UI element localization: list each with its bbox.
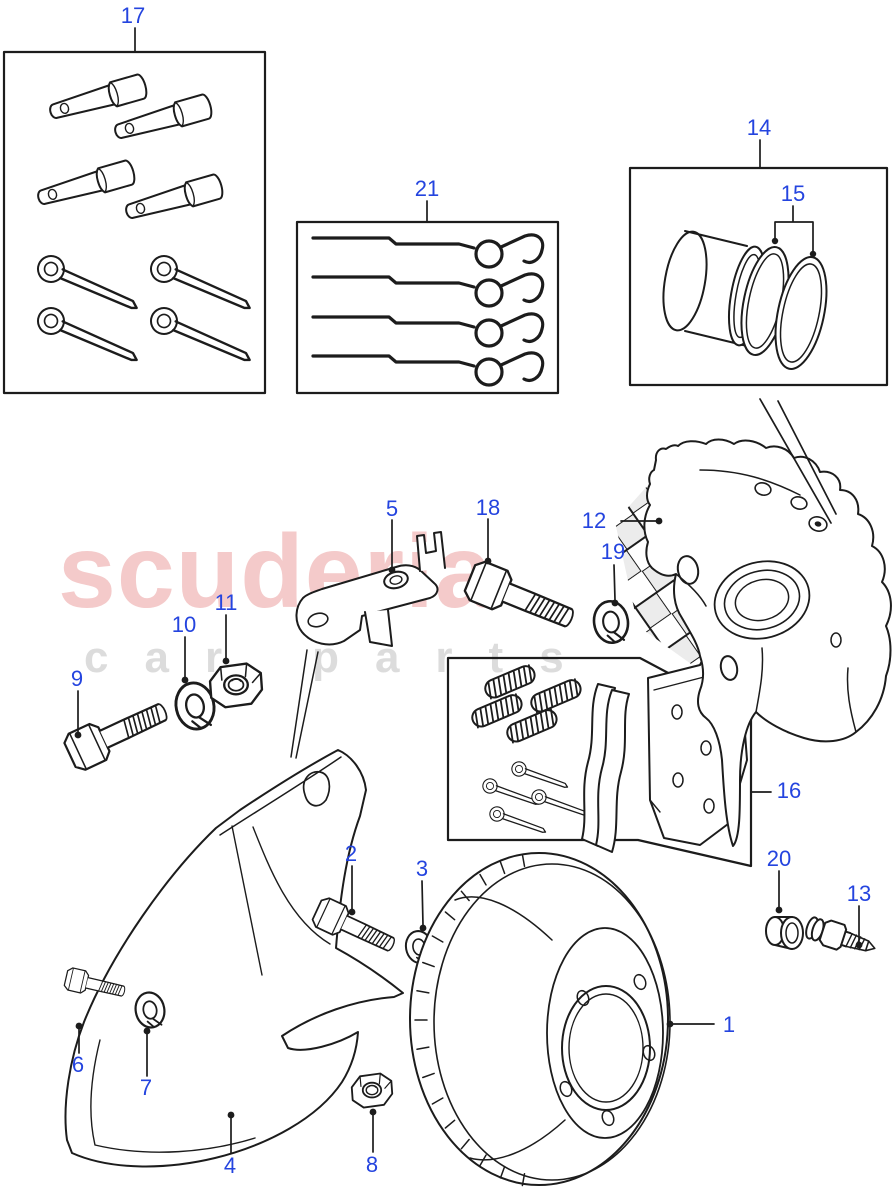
assembly-guide-lines [759, 398, 837, 524]
callout-5: 5 [385, 496, 399, 521]
callout-13: 13 [846, 881, 872, 906]
pad-split-pin [487, 804, 550, 838]
callout-16: 16 [776, 778, 802, 803]
caliper-bolt [461, 557, 581, 640]
brake-disc [409, 852, 671, 1187]
cotter-pin [32, 302, 145, 370]
cotter-pin [145, 250, 258, 318]
callout-11: 11 [214, 590, 238, 615]
watermark-word-car: car [84, 633, 259, 682]
leader-lines [77, 27, 860, 1154]
guide-pin [34, 158, 138, 212]
cotter-pin [145, 302, 258, 370]
guide-pin [46, 72, 150, 126]
callout-21: 21 [414, 176, 440, 201]
leader-line [421, 880, 424, 926]
cotter-pin [32, 250, 145, 318]
guide-pin [122, 172, 226, 226]
disc-vent-ticks [414, 853, 526, 1187]
callout-10: 10 [171, 612, 197, 637]
hose-bracket [295, 531, 446, 647]
wire-clip [311, 351, 545, 387]
kit-box-frame [2, 50, 267, 395]
kit-box-frame [628, 166, 889, 387]
pad-split-pin [480, 776, 543, 810]
callout-17: 17 [120, 3, 146, 28]
callout-8: 8 [365, 1152, 379, 1177]
callout-7: 7 [139, 1075, 153, 1100]
leader-line [613, 564, 616, 601]
leader-line [774, 205, 814, 252]
callout-2: 2 [344, 841, 358, 866]
guide-pin-cap [765, 916, 804, 950]
callout-14: 14 [746, 115, 772, 140]
dust-shield [64, 749, 404, 1168]
pad-spring [527, 676, 585, 716]
callout-20: 20 [766, 846, 792, 871]
wire-clip-kit-box [295, 220, 560, 395]
callout-4: 4 [223, 1153, 237, 1178]
lock-washer [590, 597, 632, 647]
bleed-screw [805, 916, 876, 952]
callout-3: 3 [415, 856, 429, 881]
hex-nut [208, 662, 264, 709]
callout-18: 18 [475, 495, 501, 520]
wire-clip [311, 233, 545, 269]
callout-19: 19 [600, 539, 626, 564]
kit-box-frame [295, 220, 560, 395]
leader-dots [74, 237, 863, 1119]
callout-1: 1 [722, 1012, 736, 1037]
pad-split-pin [509, 759, 572, 793]
wire-clip [311, 272, 545, 308]
kit-box-frame [446, 656, 753, 868]
callout-9: 9 [70, 666, 84, 691]
piston-seal [774, 256, 828, 370]
callout-12: 12 [581, 508, 607, 533]
piston-seal-kit-box [628, 166, 889, 387]
hex-nut [350, 1072, 394, 1109]
pointer-wedge-lines [290, 649, 319, 759]
pad-split-pin [529, 787, 592, 821]
wire-clip [311, 312, 545, 348]
callout-15: 15 [780, 181, 806, 206]
guide-pin-kit-box [2, 50, 267, 395]
callout-6: 6 [71, 1052, 85, 1077]
